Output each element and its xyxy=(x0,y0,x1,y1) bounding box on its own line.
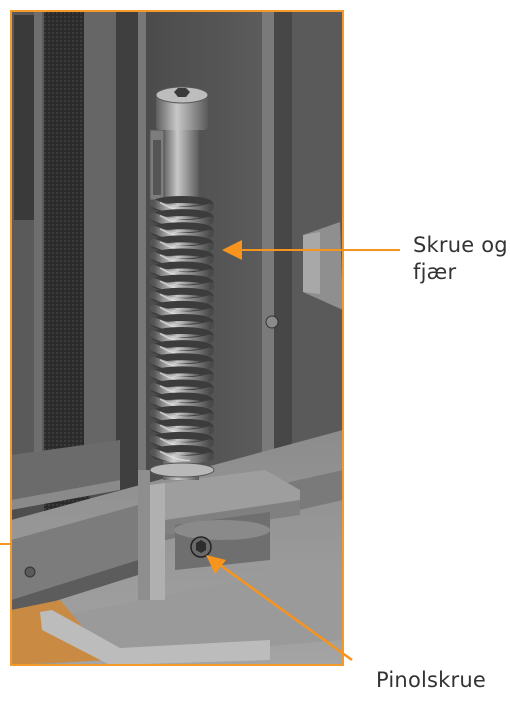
set-screw xyxy=(190,536,212,558)
spring-callout-arrow xyxy=(222,240,400,260)
setscrew-label: Pinolskrue xyxy=(376,667,486,694)
bolt-head xyxy=(155,86,209,130)
spring-label: Skrue og fjær xyxy=(413,232,508,286)
spring-label-line2: fjær xyxy=(413,260,457,284)
illustration-contents xyxy=(11,11,343,665)
setscrew-label-text: Pinolskrue xyxy=(376,668,486,692)
setscrew-callout-arrow xyxy=(206,555,353,662)
spring-label-line1: Skrue og xyxy=(413,233,508,257)
coil-spring xyxy=(150,196,214,464)
figure-frame xyxy=(10,10,344,666)
